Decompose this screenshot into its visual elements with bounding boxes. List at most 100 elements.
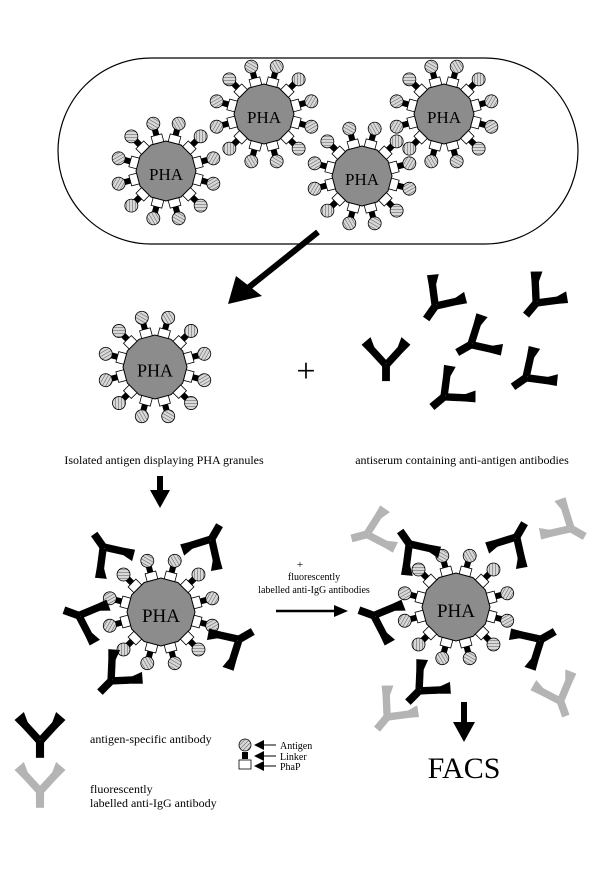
labelled-antibody bbox=[530, 669, 577, 718]
pha-core bbox=[135, 140, 197, 202]
caption-isolated-antigen: Isolated antigen displaying PHA granules bbox=[64, 453, 264, 467]
surface-protein bbox=[457, 127, 486, 156]
antigen bbox=[500, 586, 515, 601]
antigen bbox=[307, 181, 322, 196]
antigen bbox=[184, 396, 198, 410]
antigen bbox=[191, 567, 206, 582]
pha-core bbox=[331, 145, 393, 207]
surface-protein bbox=[180, 346, 212, 366]
pha-granule-capsule-3: PHA bbox=[307, 121, 417, 231]
antigen bbox=[197, 346, 212, 361]
antigen bbox=[116, 567, 131, 582]
antigen bbox=[146, 116, 161, 131]
antiserum-antibody bbox=[361, 337, 411, 382]
surface-protein bbox=[116, 628, 145, 657]
surface-protein bbox=[140, 639, 160, 671]
antigen bbox=[209, 119, 224, 134]
antigen bbox=[389, 94, 404, 109]
pha-granule-capsule-4: PHA bbox=[389, 59, 499, 169]
bound-antibody bbox=[180, 523, 223, 572]
labelled-antibody bbox=[538, 497, 587, 540]
antigen bbox=[124, 198, 139, 213]
legend-labelled-antibody-icon bbox=[14, 761, 66, 808]
pha-granule-labelled: PHA bbox=[397, 548, 515, 666]
plus-sign: + bbox=[296, 353, 315, 390]
antigen bbox=[397, 613, 412, 628]
antigen bbox=[484, 94, 499, 109]
antigen bbox=[269, 59, 284, 74]
legend-labelled-line2: labelled anti-IgG antibody bbox=[90, 796, 217, 810]
pha-core bbox=[233, 83, 295, 145]
antigen bbox=[367, 216, 382, 231]
antigen bbox=[402, 141, 417, 156]
antigen bbox=[191, 642, 206, 657]
antigen bbox=[389, 134, 404, 149]
antigen bbox=[411, 562, 426, 577]
antigen bbox=[449, 154, 464, 169]
antigen bbox=[112, 396, 126, 410]
bound-antibody bbox=[206, 628, 255, 671]
antigen bbox=[193, 198, 208, 213]
bound-antibody bbox=[97, 649, 143, 695]
antigen bbox=[222, 72, 237, 87]
down-arrow-facs bbox=[453, 702, 475, 742]
antiserum-antibody bbox=[455, 313, 504, 356]
antiserum-antibody bbox=[429, 364, 476, 410]
antigen bbox=[244, 154, 259, 169]
antigen bbox=[171, 116, 186, 131]
antigen bbox=[146, 211, 161, 226]
antigen bbox=[307, 156, 322, 171]
bound-antibody bbox=[508, 628, 557, 671]
antigen bbox=[205, 591, 220, 606]
antigen bbox=[402, 181, 417, 196]
antigen bbox=[402, 156, 417, 171]
antigen bbox=[411, 637, 426, 652]
legend-linker-label: Linker bbox=[280, 752, 307, 763]
antiserum-antibody bbox=[510, 345, 558, 391]
surface-protein bbox=[124, 184, 153, 213]
antigen bbox=[389, 119, 404, 134]
antigen bbox=[291, 141, 306, 156]
antigen bbox=[140, 656, 155, 671]
antibodies-layer bbox=[62, 271, 587, 732]
antigen bbox=[449, 59, 464, 74]
antigen bbox=[367, 121, 382, 136]
antigen bbox=[209, 94, 224, 109]
reaction-plus: + bbox=[297, 559, 303, 571]
antigen bbox=[471, 72, 486, 87]
antigen bbox=[124, 129, 139, 144]
pha-granule-capsule-1: PHA bbox=[111, 116, 221, 226]
reaction-label-line2: labelled anti-IgG antibodies bbox=[258, 585, 370, 596]
antigen bbox=[342, 121, 357, 136]
cell-envelope bbox=[57, 57, 579, 245]
pha-granule-isolated: PHA bbox=[98, 310, 212, 424]
pha-granule-capsule-2: PHA bbox=[209, 59, 319, 169]
antigen bbox=[486, 562, 501, 577]
reaction-arrow bbox=[276, 605, 348, 617]
antigen bbox=[222, 141, 237, 156]
reaction-label-line1: fluorescently bbox=[288, 572, 340, 583]
legend-specific-antibody-label: antigen-specific antibody bbox=[90, 732, 212, 746]
antigen bbox=[342, 216, 357, 231]
antigen bbox=[402, 72, 417, 87]
antigen bbox=[140, 553, 155, 568]
legend-phap-symbol bbox=[238, 759, 252, 770]
antigen bbox=[206, 176, 221, 191]
antigen bbox=[397, 586, 412, 601]
legend-phap-label: PhaP bbox=[280, 762, 301, 773]
legend-antibody-gray bbox=[14, 761, 66, 808]
surface-protein bbox=[472, 623, 501, 652]
antiserum-antibody bbox=[422, 274, 468, 322]
surface-protein bbox=[177, 628, 206, 657]
antigen bbox=[98, 346, 113, 361]
antigen bbox=[244, 59, 259, 74]
pha-label: PHA bbox=[247, 108, 282, 127]
antigen bbox=[462, 651, 477, 666]
pha-core bbox=[413, 83, 475, 145]
pha-label: PHA bbox=[437, 601, 475, 622]
antigen bbox=[98, 373, 113, 388]
antigen bbox=[462, 548, 477, 563]
